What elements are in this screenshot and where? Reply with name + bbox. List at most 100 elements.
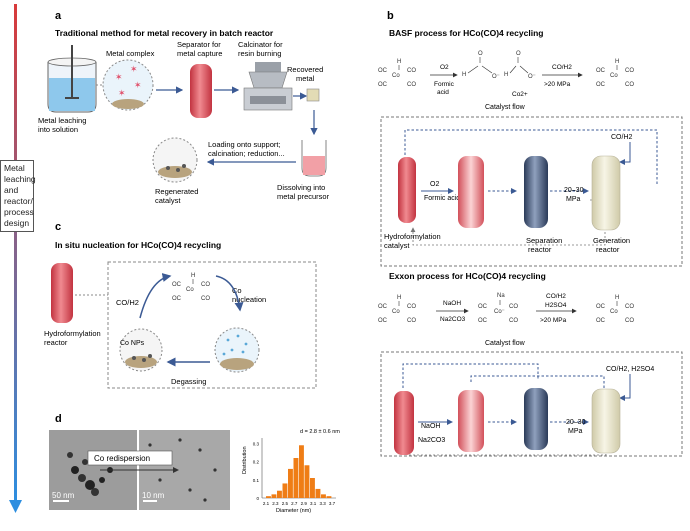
svg-text:O: O bbox=[516, 51, 521, 57]
separator-vessel bbox=[190, 64, 212, 118]
hydroformylation-reactor-exxon bbox=[394, 391, 414, 455]
svg-text:CO: CO bbox=[407, 318, 416, 324]
svg-text:✶: ✶ bbox=[130, 64, 138, 74]
svg-text:CO: CO bbox=[509, 318, 518, 324]
panel-d-letter: d bbox=[55, 413, 62, 425]
pressure-20-30-exxon: 20–30 bbox=[566, 419, 586, 426]
loading-label: calcination; reduction... bbox=[208, 149, 285, 158]
hydroformylation-reactor-c bbox=[51, 263, 73, 323]
svg-text:OC: OC bbox=[596, 68, 606, 74]
histogram-bar bbox=[271, 494, 277, 498]
metal-leaching-label: Metal leaching bbox=[38, 116, 86, 125]
svg-text:OC: OC bbox=[378, 68, 388, 74]
formic-acid-label: Formic acid bbox=[424, 195, 460, 202]
o2-label: O2 bbox=[430, 181, 439, 188]
svg-text:Co⁻: Co⁻ bbox=[494, 309, 505, 315]
hydroformylation-catalyst-label: catalyst bbox=[384, 241, 410, 250]
na2co3-label: Na2CO3 bbox=[418, 437, 445, 444]
exchange-reactor-exxon bbox=[458, 390, 484, 452]
histogram-y-tick: 0.2 bbox=[253, 460, 260, 465]
histogram-x-tick: 2.9 bbox=[301, 501, 308, 506]
recovered-metal-icon bbox=[306, 88, 320, 102]
na2co3-small: Na2CO3 bbox=[440, 316, 466, 323]
svg-text:✶: ✶ bbox=[134, 80, 142, 90]
nucleation-label: Co bbox=[232, 286, 242, 295]
panel-a-title: Traditional method for metal recovery in… bbox=[55, 28, 274, 38]
nucleation-label: nucleation bbox=[232, 295, 266, 304]
basf-title: BASF process for HCo(CO)4 recycling bbox=[389, 28, 543, 38]
svg-text:OC: OC bbox=[478, 318, 488, 324]
svg-text:OC: OC bbox=[596, 82, 606, 88]
coh2-label-c: CO/H2 bbox=[116, 298, 139, 307]
svg-text:O⁻: O⁻ bbox=[492, 74, 500, 80]
svg-text:H: H bbox=[397, 59, 401, 65]
calcinator-label: resin burning bbox=[238, 49, 281, 58]
svg-text:CO: CO bbox=[625, 68, 634, 74]
svg-text:H: H bbox=[615, 59, 619, 65]
degassing-label: Degassing bbox=[171, 377, 206, 386]
panel-c-title: In situ nucleation for HCo(CO)4 recyclin… bbox=[55, 240, 221, 250]
generation-reactor-label: reactor bbox=[596, 245, 620, 254]
generation-reactor-basf bbox=[591, 155, 621, 231]
side-label-line: reactor/ bbox=[4, 196, 33, 206]
panel-b-letter: b bbox=[387, 10, 394, 22]
histogram-bar bbox=[304, 465, 310, 498]
scale-label-2: 10 nm bbox=[142, 491, 165, 500]
formic-small: Formic bbox=[434, 81, 455, 88]
recovered-label: Recovered bbox=[287, 65, 323, 74]
process-flow-arrow bbox=[9, 4, 22, 513]
svg-text:Co: Co bbox=[610, 73, 618, 79]
svg-text:CO: CO bbox=[201, 282, 210, 288]
svg-text:Co: Co bbox=[392, 309, 400, 315]
naoh-label: NaOH bbox=[421, 423, 440, 430]
dissolving-label: metal precursor bbox=[277, 192, 330, 201]
svg-text:Co: Co bbox=[186, 287, 194, 293]
hydroformylation-catalyst-label: Hydroformylation bbox=[384, 232, 441, 241]
svg-text:H: H bbox=[397, 295, 401, 301]
svg-text:Co: Co bbox=[610, 309, 618, 315]
histogram-x-tick: 2.5 bbox=[282, 501, 289, 506]
pressure-20-30: 20–30 bbox=[564, 187, 584, 194]
o2-small: O2 bbox=[440, 64, 449, 71]
recycle-line-exxon bbox=[408, 454, 607, 456]
svg-text:✶: ✶ bbox=[115, 72, 123, 82]
side-label-line: process bbox=[4, 207, 34, 217]
separation-reactor-basf bbox=[524, 156, 548, 228]
histogram-bar bbox=[282, 483, 288, 498]
histogram-x-tick: 2.3 bbox=[272, 501, 279, 506]
coh2-small: CO/H2 bbox=[552, 64, 572, 71]
svg-text:CO: CO bbox=[625, 82, 634, 88]
svg-text:OC: OC bbox=[478, 304, 488, 310]
svg-text:OC: OC bbox=[596, 304, 606, 310]
co2plus-label: Co2+ bbox=[512, 91, 528, 98]
cycle-arrow-top-right bbox=[215, 275, 244, 312]
svg-text:Na: Na bbox=[497, 293, 505, 299]
coh2-h2so4-label: CO/H2, H2SO4 bbox=[606, 366, 654, 373]
co-redispersion-label: Co redispersion bbox=[94, 454, 150, 463]
side-label: Metal leaching and reactor/ process desi… bbox=[0, 160, 36, 232]
regenerated-catalyst-icon bbox=[152, 137, 198, 183]
scale-bar-2 bbox=[143, 500, 157, 502]
generation-reactor-label: Generation bbox=[593, 236, 630, 245]
catalyst-flow-label-exxon: Catalyst flow bbox=[485, 340, 526, 347]
histogram-x-tick: 3.1 bbox=[310, 501, 317, 506]
svg-text:H: H bbox=[462, 72, 466, 78]
nucleation-circle bbox=[214, 327, 260, 373]
co-redispersion-box bbox=[87, 450, 173, 466]
reactor-label-c: reactor bbox=[44, 338, 68, 347]
size-histogram: d = 2.8 ± 0.6 nm Distribution Diameter (… bbox=[242, 429, 340, 514]
catalyst-flow-loop-exxon-2 bbox=[470, 375, 605, 390]
histogram-x-tick: 2.1 bbox=[263, 501, 270, 506]
co-nps-label: Co NPs bbox=[120, 340, 145, 347]
separation-reactor-exxon bbox=[524, 388, 548, 450]
hco-co4-molecule-product: H Co OC CO OC CO bbox=[596, 59, 634, 88]
exxon-title: Exxon process for HCo(CO)4 recycling bbox=[389, 271, 546, 281]
histogram-x-tick: 3.7 bbox=[329, 501, 336, 506]
svg-text:OC: OC bbox=[172, 296, 182, 302]
histogram-y-tick: 0.3 bbox=[253, 441, 260, 446]
recycle-line-basf bbox=[410, 227, 606, 246]
histogram-bar bbox=[315, 488, 321, 498]
